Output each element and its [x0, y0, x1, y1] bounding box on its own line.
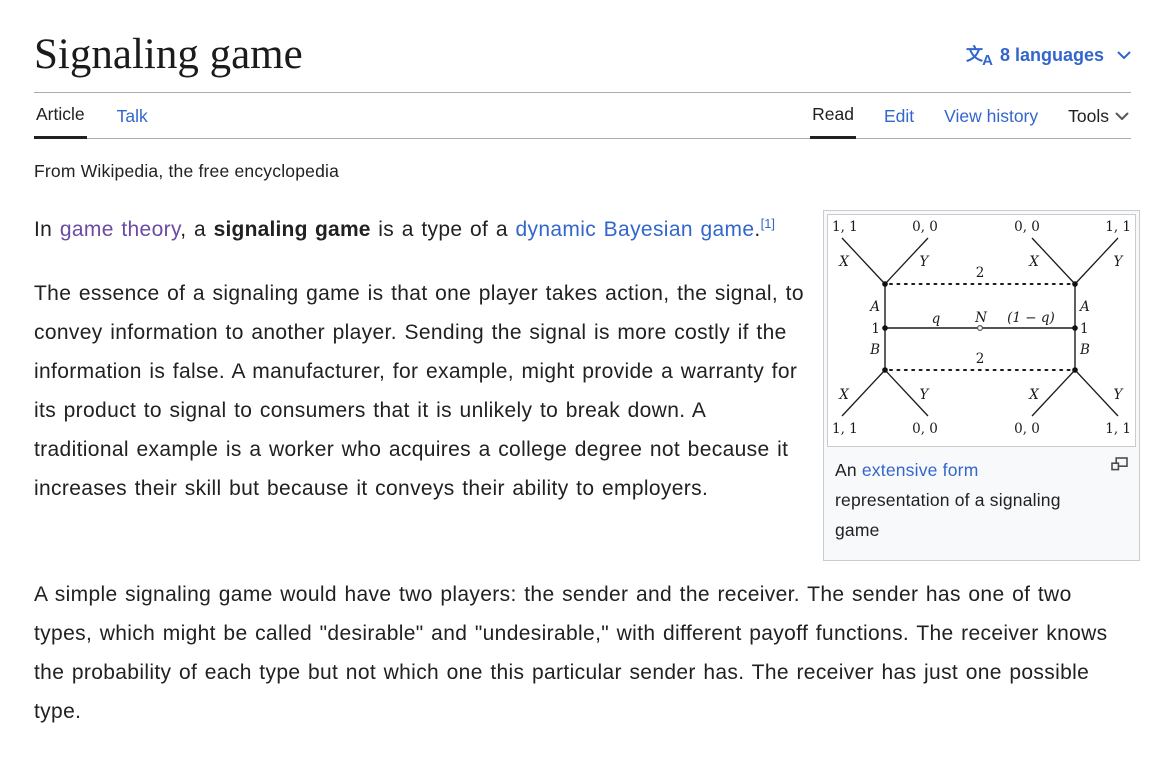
game-theory-link[interactable]: game theory [59, 218, 181, 241]
article-body: 1, 1 0, 0 0, 0 1, 1 1, 1 0, 0 0, 0 1, 1 … [34, 210, 1140, 731]
player1-label: 1 [1080, 321, 1089, 337]
payoff-label: 0, 0 [1014, 219, 1040, 235]
text-run: , a [180, 218, 214, 241]
site-subtitle: From Wikipedia, the free encyclopedia [34, 161, 340, 181]
action-label: X [1028, 387, 1040, 403]
extensive-form-link[interactable]: extensive form [861, 460, 979, 480]
tab-view-history[interactable]: View history [944, 105, 1039, 126]
languages-button[interactable]: 文 A 8 languages [965, 43, 1131, 69]
reference-1-link[interactable]: [1] [760, 216, 776, 231]
payoff-label: 1, 1 [1105, 421, 1131, 437]
page-toolbar: Article Talk Read Edit View history Tool… [34, 93, 1131, 139]
text-run: In [34, 218, 60, 241]
player2-label: 2 [976, 351, 985, 367]
extensive-form-diagram[interactable]: 1, 1 0, 0 0, 0 1, 1 1, 1 0, 0 0, 0 1, 1 … [827, 214, 1136, 447]
payoff-label: 0, 0 [912, 219, 938, 235]
type-label: A [1078, 299, 1090, 315]
caption-text: An extensive form representation of a si… [835, 455, 1087, 545]
tab-read[interactable]: Read [810, 93, 856, 139]
action-label: X [838, 254, 850, 270]
tools-label: Tools [1068, 105, 1109, 126]
language-icon: 文 A [965, 43, 993, 69]
page: Signaling game 文 A 8 languages Article T… [34, 30, 1140, 731]
payoff-label: 0, 0 [912, 421, 938, 437]
probability-label: (1 − q) [1007, 310, 1055, 326]
magnify-icon[interactable] [1111, 457, 1128, 471]
namespace-tabs: Article Talk [34, 93, 178, 139]
payoff-label: 1, 1 [832, 219, 858, 235]
player1-label: 1 [871, 321, 880, 337]
bold-term: signaling game [213, 218, 371, 241]
figure-caption: An extensive form representation of a si… [827, 447, 1136, 557]
thumbnail-figure: 1, 1 0, 0 0, 0 1, 1 1, 1 0, 0 0, 0 1, 1 … [823, 210, 1140, 561]
paragraph-simple-game: A simple signaling game would have two p… [34, 583, 1108, 723]
action-label: X [1028, 254, 1040, 270]
payoff-label: 0, 0 [1014, 421, 1040, 437]
chevron-down-icon [1117, 51, 1131, 59]
text-run: . [754, 218, 761, 241]
type-label: A [868, 299, 880, 315]
language-icon-zh: 文 [965, 45, 983, 64]
text-run: is a type of a [370, 218, 516, 241]
tab-talk[interactable]: Talk [116, 105, 148, 126]
probability-label: q [932, 311, 941, 327]
tab-article[interactable]: Article [34, 93, 87, 139]
payoff-label: 1, 1 [832, 421, 858, 437]
action-label: Y [920, 254, 930, 270]
action-label: X [838, 387, 850, 403]
game-tree-diagram: 1, 1 0, 0 0, 0 1, 1 1, 1 0, 0 0, 0 1, 1 … [832, 219, 1131, 437]
languages-label: 8 languages [999, 44, 1104, 65]
chevron-down-icon [1115, 112, 1129, 120]
view-tabs: Read Edit View history Tools [784, 93, 1131, 139]
payoff-label: 1, 1 [1105, 219, 1131, 235]
dynamic-bayesian-game-link[interactable]: dynamic Bayesian game [515, 218, 755, 241]
action-label: Y [920, 387, 930, 403]
action-label: Y [1114, 387, 1124, 403]
tools-menu[interactable]: Tools [1066, 93, 1131, 139]
text-run: An [835, 460, 862, 480]
action-label: Y [1114, 254, 1124, 270]
type-label: B [869, 342, 880, 358]
article-header: Signaling game 文 A 8 languages [34, 30, 1131, 93]
page-title: Signaling game [34, 31, 303, 78]
player2-label: 2 [976, 265, 985, 281]
paragraph-intro: In game theory, a signaling game is a ty… [34, 210, 1131, 249]
nature-label: N [974, 310, 988, 326]
language-icon-en: A [982, 52, 993, 69]
tab-edit[interactable]: Edit [883, 105, 915, 126]
text-run: representation of a signaling game [835, 490, 1061, 540]
type-label: B [1079, 342, 1090, 358]
paragraph-essence: The essence of a signaling game is that … [34, 282, 804, 500]
